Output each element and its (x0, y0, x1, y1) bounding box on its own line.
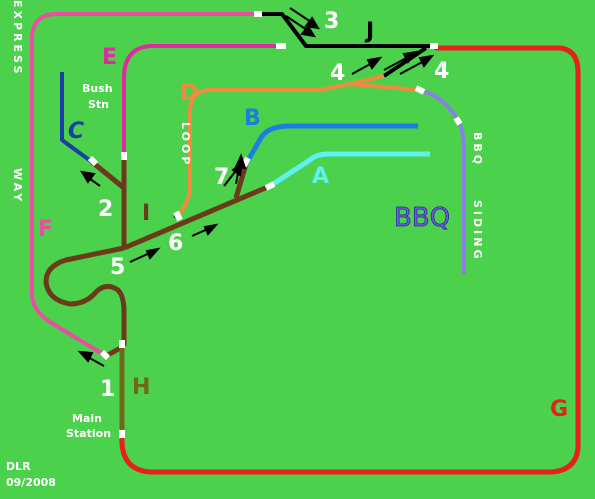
arrow-icon (289, 7, 320, 30)
section-letter-a: A (312, 164, 329, 189)
section-letter-g: G (550, 397, 568, 422)
arrow-icon (223, 160, 244, 187)
track-d-orange-loop (174, 74, 419, 220)
point-number-4b: 4 (434, 59, 449, 84)
arrow-icon (80, 170, 101, 187)
section-letter-j: J (364, 19, 374, 44)
track-e-magenta (122, 44, 278, 158)
way-label: WAY (11, 168, 24, 204)
bush-stn-label-line2: Stn (88, 98, 109, 111)
point-number-7: 7 (214, 165, 229, 190)
point-number-4a: 4 (330, 61, 345, 86)
arrow-icon (191, 223, 219, 237)
section-letter-e: E (102, 45, 117, 70)
arrow-icon (399, 54, 435, 75)
track-j-crossover (382, 46, 428, 78)
arrow-icon (285, 15, 316, 38)
track-a-cyan (268, 151, 430, 189)
arrow-icon (383, 50, 419, 71)
joint (453, 116, 463, 126)
section-letter-b: B (244, 106, 261, 131)
credit-line2: 09/2008 (6, 476, 56, 489)
main-station-label-line1: Main (72, 412, 102, 425)
loop-label: LOOP (179, 122, 192, 167)
bbq-siding-label: BBQ SIDING (471, 132, 484, 261)
credit-line1: DLR (6, 460, 31, 473)
bbq-siding-label-line1: BBQ (471, 132, 484, 167)
track-f-express-way (30, 12, 262, 358)
bbq-siding-label-line2: SIDING (471, 200, 484, 261)
bbq-label: BBQ (394, 203, 450, 233)
joint (173, 210, 183, 222)
joint (87, 155, 99, 167)
express-label: EXPRESS (11, 0, 24, 76)
track-b-blue (243, 123, 418, 166)
section-letter-h: H (132, 375, 150, 400)
arrow-icon (351, 56, 383, 75)
point-number-3: 3 (324, 9, 339, 34)
joint (264, 181, 276, 191)
section-letter-d: D (180, 81, 198, 106)
section-letter-c: C (68, 119, 84, 144)
arrow-icon (77, 350, 105, 367)
track-brown-main (90, 158, 271, 251)
express-way-label: EXPRESS WAY (11, 0, 24, 204)
section-letter-f: F (38, 217, 53, 242)
point-number-6: 6 (168, 231, 183, 256)
point-number-5: 5 (110, 255, 125, 280)
track-c-navy (60, 72, 94, 164)
main-station-label-line2: Station (66, 427, 111, 440)
direction-arrows (77, 7, 435, 367)
joint (414, 85, 426, 95)
arrow-icon (129, 247, 161, 263)
point-number-2: 2 (98, 197, 113, 222)
section-letter-i: I (142, 201, 150, 226)
track-g-red-main-loop (119, 45, 581, 475)
bush-stn-label-line1: Bush (82, 82, 113, 95)
point-number-1: 1 (100, 377, 115, 402)
track-joints (87, 11, 463, 438)
joint (99, 349, 111, 361)
track-j-black (262, 12, 436, 48)
